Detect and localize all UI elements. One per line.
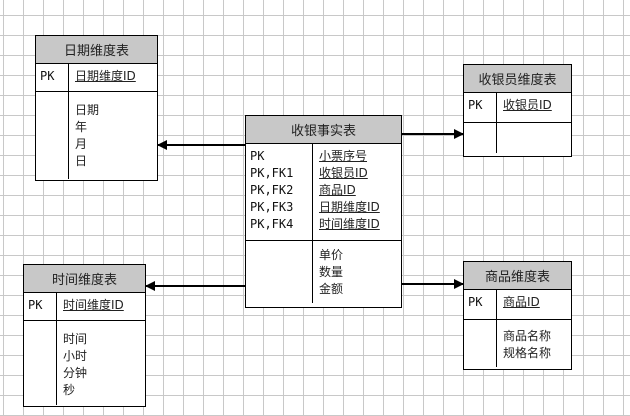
entity-date-dimension[interactable]: 日期维度表 PK 日期维度ID 日期 年 月 日 <box>35 35 158 181</box>
key-field: 收银员ID <box>319 166 368 180</box>
entity-product-dimension[interactable]: 商品维度表 PK 商品ID 商品名称 规格名称 <box>463 261 572 370</box>
entity-time-dimension[interactable]: 时间维度表 PK 时间维度ID 时间 小时 分钟 秒 <box>23 264 146 407</box>
key-label: PK,FK2 <box>250 183 294 197</box>
key-field: 商品ID <box>319 183 356 197</box>
attribute-list: 日期 年 月 日 <box>69 92 157 179</box>
attribute: 小时 <box>63 349 88 363</box>
key-field: 商品ID <box>503 295 540 309</box>
attribute: 时间 <box>63 332 88 346</box>
key-field: 时间维度ID <box>319 217 380 231</box>
attribute-list <box>497 123 571 153</box>
key-label: PK,FK4 <box>250 217 294 231</box>
attribute: 商品名称 <box>503 329 552 343</box>
key-label: PK,FK1 <box>250 166 294 180</box>
key-label: PK <box>468 98 483 112</box>
entity-cashier-dimension[interactable]: 收银员维度表 PK 收银员ID <box>463 64 572 157</box>
entity-cashier-fact[interactable]: 收银事实表 PK PK,FK1 PK,FK2 PK,FK3 PK,FK4 小票序… <box>245 115 402 308</box>
key-field: 日期维度ID <box>319 200 380 214</box>
key-labels: PK <box>36 64 69 91</box>
attribute: 数量 <box>319 265 344 279</box>
key-field: 时间维度ID <box>63 298 124 312</box>
attribute-list: 时间 小时 分钟 秒 <box>57 321 145 405</box>
key-fields: 小票序号 收银员ID 商品ID 日期维度ID 时间维度ID <box>313 144 401 240</box>
attribute: 日期 <box>75 103 100 117</box>
key-label: PK <box>468 295 483 309</box>
attribute: 日 <box>75 154 88 168</box>
entity-title: 商品维度表 <box>464 262 571 290</box>
key-field: 收银员ID <box>503 98 552 112</box>
attribute-list: 商品名称 规格名称 <box>497 320 571 367</box>
entity-title: 日期维度表 <box>36 36 157 64</box>
key-label: PK,FK3 <box>250 200 294 214</box>
attribute: 分钟 <box>63 366 88 380</box>
entity-title: 时间维度表 <box>24 265 145 293</box>
key-label: PK <box>250 149 265 163</box>
key-fields: 日期维度ID <box>69 64 157 91</box>
key-fields: 时间维度ID <box>57 293 145 320</box>
key-fields: 商品ID <box>497 290 571 319</box>
entity-title: 收银事实表 <box>246 116 401 144</box>
key-labels: PK <box>464 290 497 319</box>
entity-title: 收银员维度表 <box>464 65 571 93</box>
key-labels: PK <box>464 93 497 122</box>
attribute: 单价 <box>319 248 344 262</box>
attribute: 规格名称 <box>503 346 552 360</box>
key-label: PK <box>40 69 55 83</box>
attribute: 秒 <box>63 383 76 397</box>
attribute: 月 <box>75 137 88 151</box>
key-field: 小票序号 <box>319 149 368 163</box>
key-label: PK <box>28 298 43 312</box>
key-field: 日期维度ID <box>75 69 136 83</box>
key-fields: 收银员ID <box>497 93 571 122</box>
key-labels: PK PK,FK1 PK,FK2 PK,FK3 PK,FK4 <box>246 144 313 240</box>
key-labels: PK <box>24 293 57 320</box>
attribute: 金额 <box>319 282 344 296</box>
attribute-list: 单价 数量 金额 <box>313 241 401 303</box>
attribute: 年 <box>75 120 88 134</box>
